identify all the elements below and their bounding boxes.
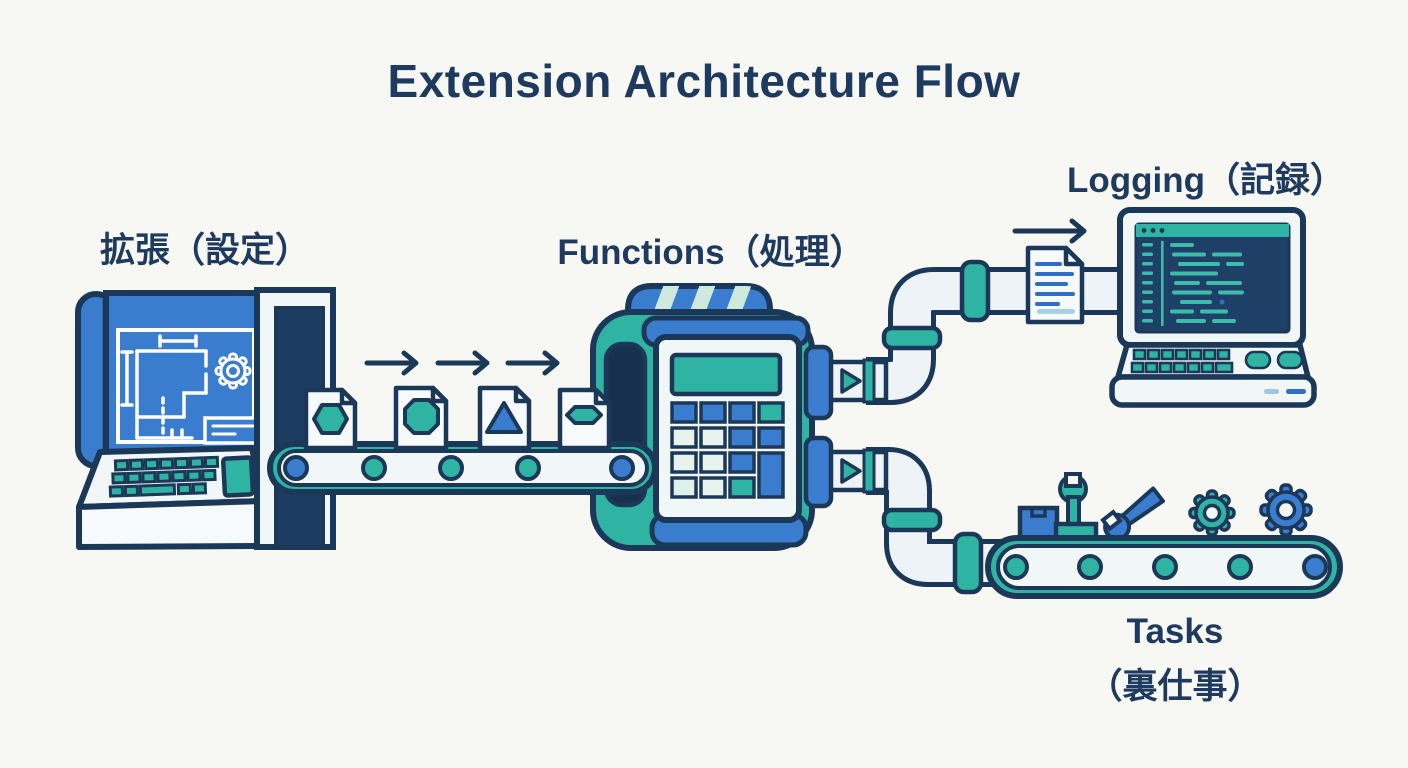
flow-arrow-icon <box>435 350 490 376</box>
laptop-code-icon <box>1109 207 1317 408</box>
laptop-screen <box>1134 222 1291 334</box>
port-ring-top <box>862 358 876 404</box>
processing-machine-icon <box>590 283 889 551</box>
output-ports <box>803 344 889 509</box>
code-cursor-dot <box>1219 299 1225 305</box>
code-divider <box>1161 241 1164 326</box>
gear-teal-icon <box>1188 489 1236 537</box>
wrench-icon <box>1053 472 1099 545</box>
belt-rollers <box>283 455 635 481</box>
page-title: Extension Architecture Flow <box>387 55 1021 107</box>
play-output-icon <box>840 368 862 394</box>
machine-keypad <box>670 401 785 499</box>
tasks-belt-rollers <box>1003 554 1328 580</box>
log-document-icon <box>1025 245 1085 325</box>
extension-console <box>75 290 267 550</box>
console-touch-panel <box>220 455 256 498</box>
code-gutter <box>1142 243 1153 323</box>
code-lines <box>1170 243 1244 323</box>
play-output-icon <box>840 458 862 484</box>
task-items <box>1017 472 1313 547</box>
label-extension: 拡張（設定） <box>99 231 311 270</box>
conveyor-belt-icon <box>267 441 658 495</box>
document-flat-hexagon-icon <box>557 387 612 451</box>
console-keys <box>108 455 220 498</box>
indicator-light <box>1264 389 1279 394</box>
blueprint-title-block <box>203 416 264 445</box>
port-ring-bottom <box>862 448 876 494</box>
machine-cap-stripes <box>652 286 752 314</box>
logging-arrow-icon <box>1012 218 1087 244</box>
titlebar-dots <box>1141 228 1165 233</box>
label-tasks: Tasks <box>1126 612 1224 651</box>
document-triangle-icon <box>477 385 532 451</box>
flow-arrows <box>364 218 1087 376</box>
gear-blue-icon <box>1259 483 1313 537</box>
pipe-icon <box>864 259 1140 595</box>
label-logging: Logging（記録） <box>1066 161 1346 200</box>
port-flange-bottom <box>803 435 834 509</box>
indicator-dark <box>1286 389 1306 394</box>
keyboard-icon <box>76 445 266 550</box>
laptop-keys <box>1130 348 1304 374</box>
flow-arrow-icon <box>505 350 560 376</box>
log-document-highlight <box>1037 309 1075 314</box>
log-document-lines <box>1035 262 1075 306</box>
machine-display <box>669 352 783 397</box>
document-hexagon-icon <box>303 387 358 451</box>
floorplan-drawing <box>120 334 208 440</box>
laptop-base <box>1109 374 1317 408</box>
gear-icon <box>214 352 252 390</box>
tasks-conveyor-belt <box>985 535 1343 599</box>
spanner-icon <box>1100 486 1165 541</box>
screen-titlebar <box>1136 224 1289 237</box>
pipe-couplings <box>881 259 991 595</box>
flow-arrow-icon <box>364 350 419 376</box>
label-functions: Functions（処理） <box>557 233 865 272</box>
document-items <box>303 385 612 451</box>
port-flange-top <box>803 344 834 421</box>
document-octagon-icon <box>393 385 449 451</box>
label-tasks-jp: （裏仕事） <box>1087 667 1263 706</box>
